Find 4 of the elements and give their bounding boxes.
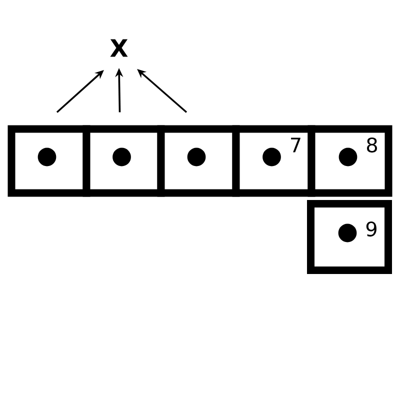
cell-number: 8 xyxy=(367,137,377,153)
cell-number: 9 xyxy=(366,221,376,237)
node-label: X xyxy=(110,39,128,57)
cell-number: 7 xyxy=(291,138,300,152)
